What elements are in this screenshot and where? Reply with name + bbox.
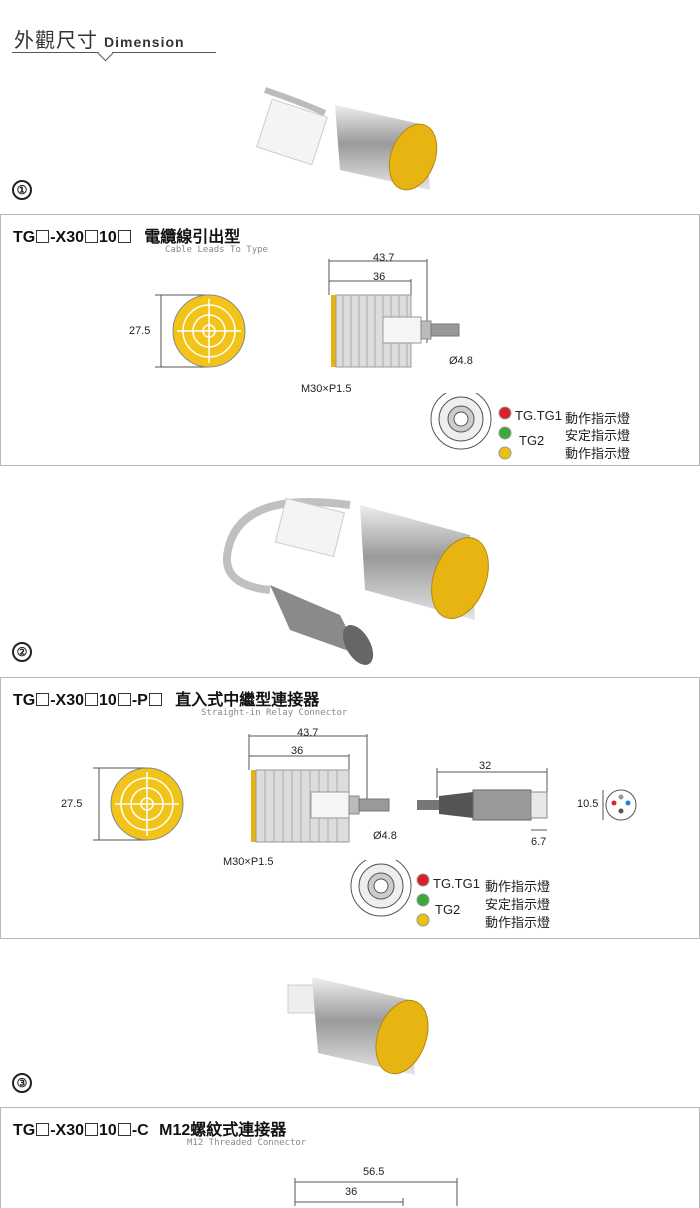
product-photo-m12	[287, 977, 429, 1075]
dim-cable: Ø4.8	[373, 830, 397, 842]
dim-cable: Ø4.8	[449, 355, 473, 367]
legend-red-text: 動作指示燈	[485, 879, 551, 894]
title-part: 10	[99, 1122, 117, 1139]
dim-overall: 56.5	[363, 1166, 385, 1178]
legend-red-model: TG.TG1	[433, 876, 480, 891]
title-part: -C	[131, 1122, 149, 1139]
section-3-number: ③	[12, 1073, 32, 1093]
sensor-side-view	[328, 259, 460, 368]
title-en: Dimension	[104, 34, 185, 50]
title-part: 10	[99, 692, 117, 709]
placeholder-box	[85, 1123, 99, 1136]
title-part: TG	[13, 692, 36, 709]
section-2-panel: TG -X30 10 -P 直入式中繼型連接器 Straight-in Relay C…	[0, 677, 700, 939]
dim-face: 27.5	[61, 798, 83, 810]
legend-green-text: 安定指示燈	[565, 428, 631, 443]
dim-face: 27.5	[129, 325, 151, 337]
dim-thread: M30×P1.5	[301, 383, 352, 395]
legend-red-model: TG.TG1	[515, 408, 562, 423]
dim-connector-len: 32	[479, 760, 492, 772]
sensor-back-view	[350, 860, 430, 927]
section-1-title: TG -X30 10 電纜線引出型	[13, 223, 240, 247]
title-part: 10	[99, 229, 117, 246]
section-1-number: ①	[12, 180, 32, 200]
dim-body: 36	[373, 271, 386, 283]
sensor-face	[155, 294, 246, 368]
section-2-title: TG -X30 10 -P 直入式中繼型連接器	[13, 686, 319, 710]
dim-thread: M30×P1.5	[223, 856, 274, 868]
section-1-subtitle: Cable Leads To Type	[165, 245, 268, 255]
placeholder-box	[36, 230, 50, 243]
connector-drawing	[417, 768, 548, 831]
sensor-side-view	[248, 734, 390, 843]
section-3-panel: TG -X30 10 -C M12螺紋式連接器 M12 Threaded Connec…	[0, 1107, 700, 1208]
title-cn: 電纜線引出型	[144, 229, 241, 246]
title-cn: 直入式中繼型連接器	[175, 692, 320, 709]
title-cn: M12螺紋式連接器	[159, 1122, 287, 1139]
title-part: -X30	[50, 692, 85, 709]
title-part: -X30	[50, 229, 85, 246]
placeholder-box	[117, 1123, 131, 1136]
dim-pin: 10.5	[577, 798, 599, 810]
page-title: 外觀尺寸 Dimension	[14, 24, 185, 53]
sensor-face	[93, 767, 184, 841]
dim-connector-tip: 6.7	[531, 836, 547, 848]
placeholder-box	[148, 693, 162, 706]
title-underline	[12, 52, 216, 53]
connector-pin-view	[602, 789, 637, 821]
sensor-back-view	[430, 393, 512, 460]
section-1-panel: TG -X30 10 電纜線引出型 Cable Leads To Type 27.5	[0, 214, 700, 466]
placeholder-box	[117, 693, 131, 706]
legend-green-model: TG2	[519, 433, 545, 448]
legend-yellow-text: 動作指示燈	[565, 446, 631, 461]
title-part: TG	[13, 229, 36, 246]
placeholder-box	[36, 1123, 50, 1136]
placeholder-box	[85, 693, 99, 706]
product-photo-connector	[222, 497, 489, 665]
product-photo-cable	[256, 87, 438, 191]
dim-body: 36	[345, 1186, 358, 1198]
dim-overall: 43.7	[297, 727, 319, 739]
section-3-title: TG -X30 10 -C M12螺紋式連接器	[13, 1116, 286, 1140]
section-2-number: ②	[12, 642, 32, 662]
section-2-subtitle: Straight-in Relay Connector	[201, 708, 348, 718]
section-3-subtitle: M12 Threaded Connector	[187, 1138, 307, 1148]
title-part: TG	[13, 1122, 36, 1139]
title-cn: 外觀尺寸	[14, 30, 98, 52]
title-part: -P	[131, 692, 148, 709]
placeholder-box	[85, 230, 99, 243]
placeholder-box	[36, 693, 50, 706]
legend-green-model: TG2	[435, 902, 461, 917]
dim-overall: 43.7	[373, 252, 395, 264]
placeholder-box	[117, 230, 131, 243]
legend-yellow-text: 動作指示燈	[485, 915, 551, 930]
legend-red-text: 動作指示燈	[565, 411, 631, 426]
dim-body: 36	[291, 745, 304, 757]
legend-green-text: 安定指示燈	[485, 897, 551, 912]
title-part: -X30	[50, 1122, 85, 1139]
